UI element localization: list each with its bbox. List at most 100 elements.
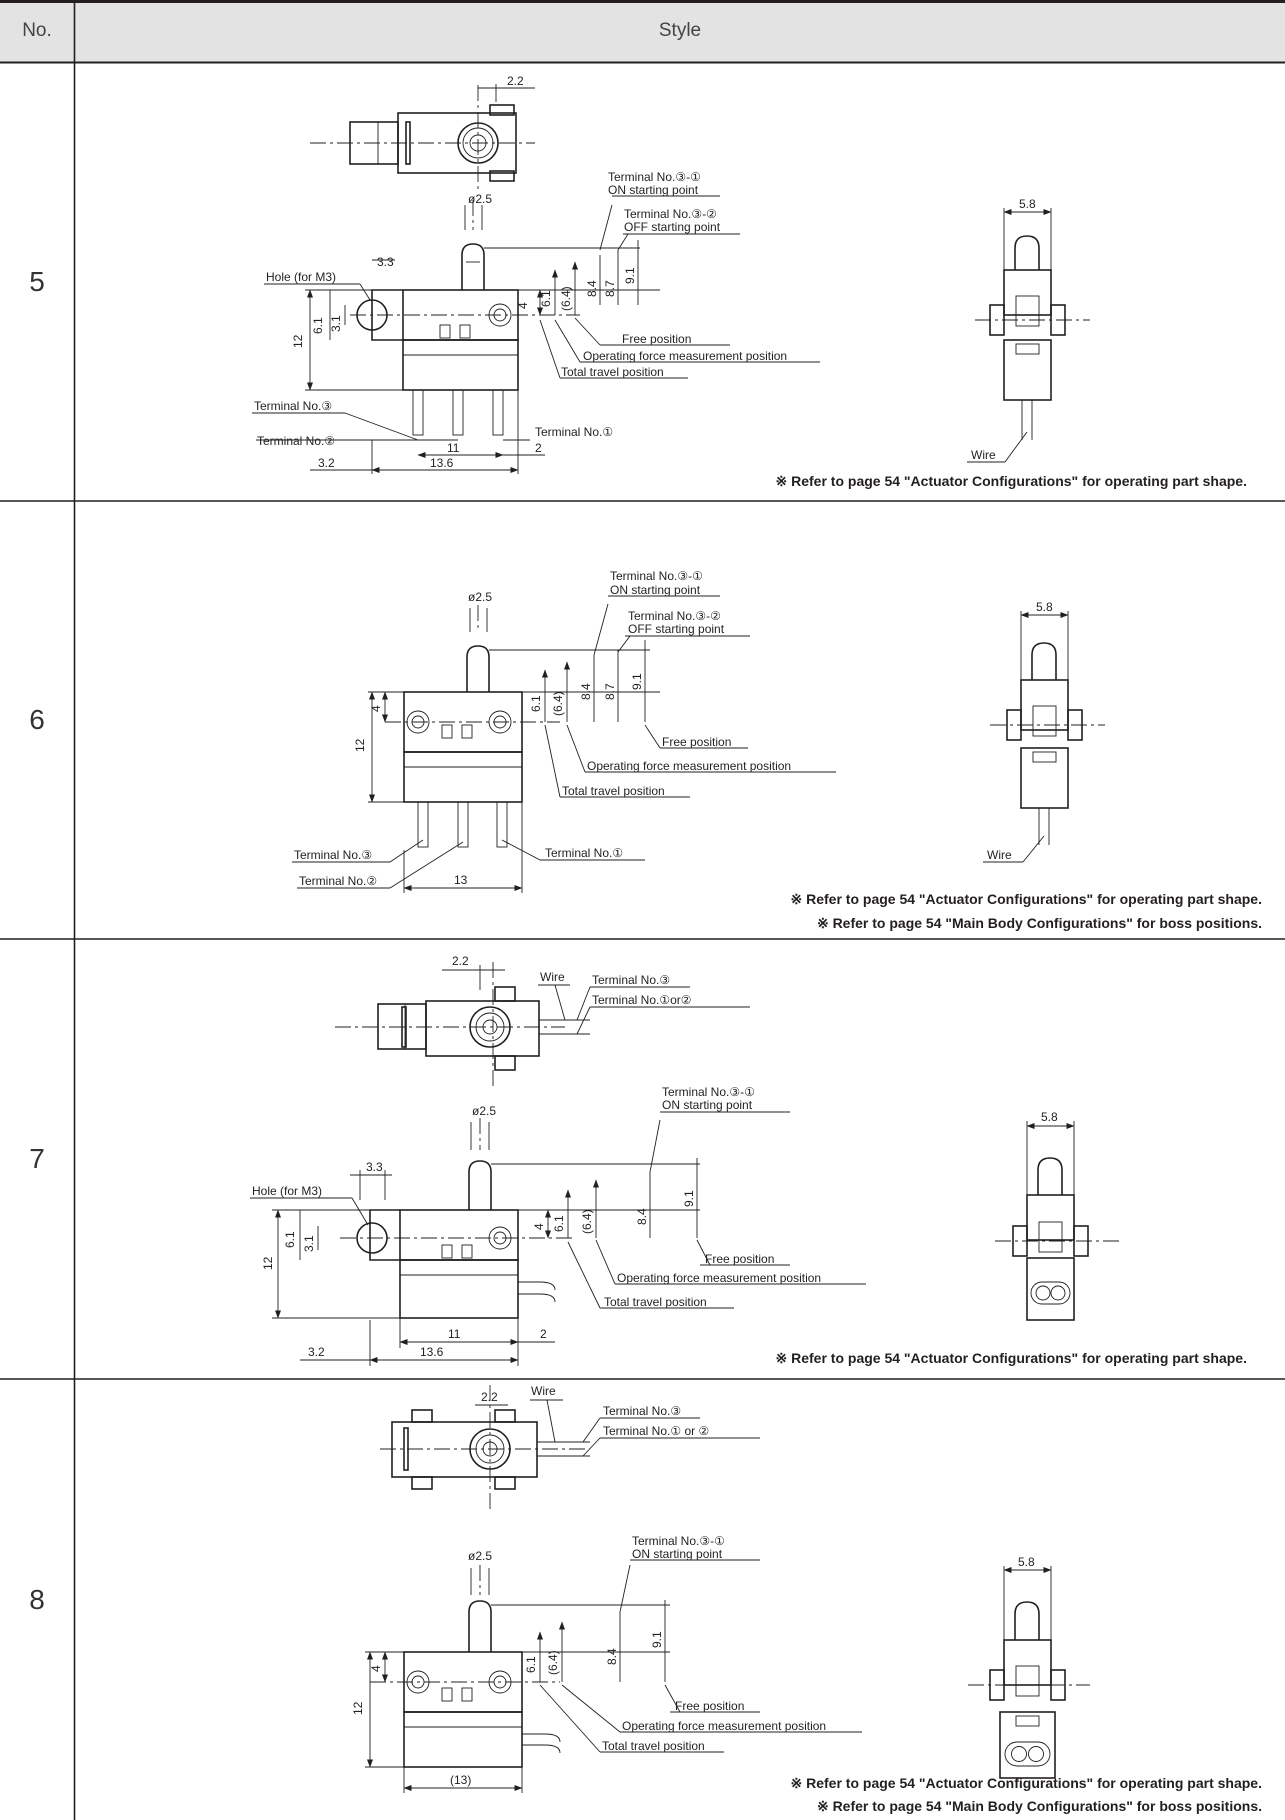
row-5-number: 5 bbox=[29, 266, 45, 297]
dimension-label: 9.1 bbox=[682, 1190, 696, 1207]
dimension-label: 5.8 bbox=[1019, 197, 1036, 211]
dimension-label: Operating force measurement position bbox=[583, 349, 787, 363]
dimension-label: Terminal No.③ bbox=[254, 399, 332, 413]
dimension-label: (6.4) bbox=[580, 1209, 594, 1234]
dimension-label: ø2.5 bbox=[468, 590, 492, 604]
dimension-label: 4 bbox=[369, 1665, 383, 1672]
dimension-label: Wire bbox=[540, 970, 565, 984]
row-6-front-view: ø2.5 4 12 bbox=[292, 569, 836, 893]
dimension-label: 12 bbox=[291, 334, 305, 348]
dimension-label: Terminal No.③ bbox=[592, 973, 670, 987]
dimension-label: ON starting point bbox=[610, 583, 701, 597]
dimension-label: 9.1 bbox=[623, 267, 637, 284]
row-8-note-2: ※ Refer to page 54 "Main Body Configurat… bbox=[817, 1798, 1262, 1814]
dimension-label: Free position bbox=[675, 1699, 744, 1713]
row-6-note-2: ※ Refer to page 54 "Main Body Configurat… bbox=[817, 915, 1262, 931]
dimension-label: 13.6 bbox=[430, 456, 454, 470]
header-no: No. bbox=[0, 0, 74, 62]
row-5-note-1: ※ Refer to page 54 "Actuator Configurati… bbox=[775, 473, 1247, 489]
dimension-label: Operating force measurement position bbox=[622, 1719, 826, 1733]
row-8-front-view: ø2.5 4 12 bbox=[351, 1534, 862, 1793]
dimension-label: (13) bbox=[450, 1773, 471, 1787]
dimension-label: ø2.5 bbox=[468, 192, 492, 206]
dimension-label: 3.2 bbox=[318, 456, 335, 470]
dimension-label: Terminal No.① or ② bbox=[603, 1424, 709, 1438]
row-7-front-view: ø2.5 Hole (for M3) 3.3 bbox=[250, 1085, 866, 1366]
dimension-label: 3.2 bbox=[308, 1345, 325, 1359]
dimension-label: 11 bbox=[448, 1327, 461, 1341]
dimension-label: 6.1 bbox=[283, 1231, 297, 1248]
dimension-label: Terminal No.③-① bbox=[610, 569, 703, 583]
dimension-label: Wire bbox=[531, 1384, 556, 1398]
dimension-label: Terminal No.③-① bbox=[632, 1534, 725, 1548]
dimension-label: 2.2 bbox=[452, 954, 469, 968]
dimension-label: 8.7 bbox=[603, 280, 617, 297]
row-5-side-view: 5.8 Wire bbox=[967, 197, 1090, 463]
dimension-label: Total travel position bbox=[602, 1739, 705, 1753]
dimension-label: 2 bbox=[535, 441, 542, 455]
dimension-label: 9.1 bbox=[650, 1631, 664, 1648]
dimension-label: Terminal No.③-① bbox=[608, 170, 701, 184]
dimension-label: Operating force measurement position bbox=[587, 759, 791, 773]
row-6-side-view: 5.8 Wire bbox=[983, 600, 1105, 863]
dimension-label: Terminal No.③-② bbox=[624, 207, 717, 221]
dimension-label: Wire bbox=[971, 448, 996, 462]
dimension-label: 5.8 bbox=[1041, 1110, 1058, 1124]
dimension-label: Free position bbox=[705, 1252, 774, 1266]
dimension-label: (6.4) bbox=[546, 1650, 560, 1675]
dimension-label: 4 bbox=[532, 1223, 546, 1230]
row-8-drawing: 2.2 Wire Terminal No.③ Terminal No.① or … bbox=[351, 1384, 1262, 1814]
dimension-label: OFF starting point bbox=[624, 220, 721, 234]
dimension-label: 4 bbox=[369, 705, 383, 712]
row-5-drawing: 2.2 ø2.5 bbox=[252, 74, 1247, 489]
dimension-label: (6.4) bbox=[559, 286, 573, 311]
dimension-label: ON starting point bbox=[632, 1547, 723, 1561]
dimension-label: 3.1 bbox=[329, 315, 343, 332]
dimension-label: 5.8 bbox=[1036, 600, 1053, 614]
dimension-label: Operating force measurement position bbox=[617, 1271, 821, 1285]
dimension-label: Terminal No.① bbox=[535, 425, 613, 439]
dimension-label: Terminal No.② bbox=[257, 434, 335, 448]
dimension-label: 8.4 bbox=[585, 280, 599, 297]
row-6-drawing: ø2.5 4 12 bbox=[292, 569, 1262, 931]
row-8-top-view: 2.2 Wire Terminal No.③ Terminal No.① or … bbox=[380, 1384, 760, 1510]
dimension-label: 11 bbox=[447, 441, 460, 455]
dimension-label: ON starting point bbox=[608, 183, 699, 197]
dimension-label: 2 bbox=[540, 1327, 547, 1341]
dimension-label: ON starting point bbox=[662, 1098, 753, 1112]
dimension-label: Free position bbox=[622, 332, 691, 346]
dimension-label: (6.4) bbox=[551, 691, 565, 716]
row-7-side-view: 5.8 bbox=[995, 1110, 1120, 1321]
row-7-number: 7 bbox=[29, 1143, 45, 1174]
dimension-label: Terminal No.③ bbox=[603, 1404, 681, 1418]
dimension-label: 6.1 bbox=[529, 695, 543, 712]
dimension-label: Terminal No.③ bbox=[294, 848, 372, 862]
dimension-label: Free position bbox=[662, 735, 731, 749]
row-7-note-1: ※ Refer to page 54 "Actuator Configurati… bbox=[775, 1350, 1247, 1366]
dimension-label: Terminal No.①or② bbox=[592, 993, 692, 1007]
dimension-label: OFF starting point bbox=[628, 622, 725, 636]
row-5-front-view: ø2.5 bbox=[252, 170, 820, 474]
dimension-label: 6.1 bbox=[539, 290, 553, 307]
dimension-label: 12 bbox=[353, 738, 367, 752]
dimension-label: Wire bbox=[987, 848, 1012, 862]
dimension-label: 9.1 bbox=[630, 673, 644, 690]
dimension-label: 6.1 bbox=[311, 317, 325, 334]
dimension-label: 8.4 bbox=[605, 1648, 619, 1665]
dimension-label: 3.1 bbox=[302, 1235, 316, 1252]
dimension-label: 6.1 bbox=[524, 1656, 538, 1673]
dimension-label: 12 bbox=[351, 1701, 365, 1715]
dimension-label: 8.4 bbox=[635, 1208, 649, 1225]
row-8-number: 8 bbox=[29, 1584, 45, 1615]
row-8-side-view: 5.8 bbox=[968, 1555, 1090, 1779]
row-7-drawing: 2.2 Wire Terminal No.③ Terminal No.①or② … bbox=[250, 954, 1247, 1366]
dimension-label: Terminal No.② bbox=[299, 874, 377, 888]
dimension-label: 3.3 bbox=[377, 255, 394, 269]
dimension-label: 5.8 bbox=[1018, 1555, 1035, 1569]
row-8-note-1: ※ Refer to page 54 "Actuator Configurati… bbox=[790, 1775, 1262, 1791]
dimension-label: 4 bbox=[516, 302, 530, 309]
dimension-label: 6.1 bbox=[552, 1215, 566, 1232]
